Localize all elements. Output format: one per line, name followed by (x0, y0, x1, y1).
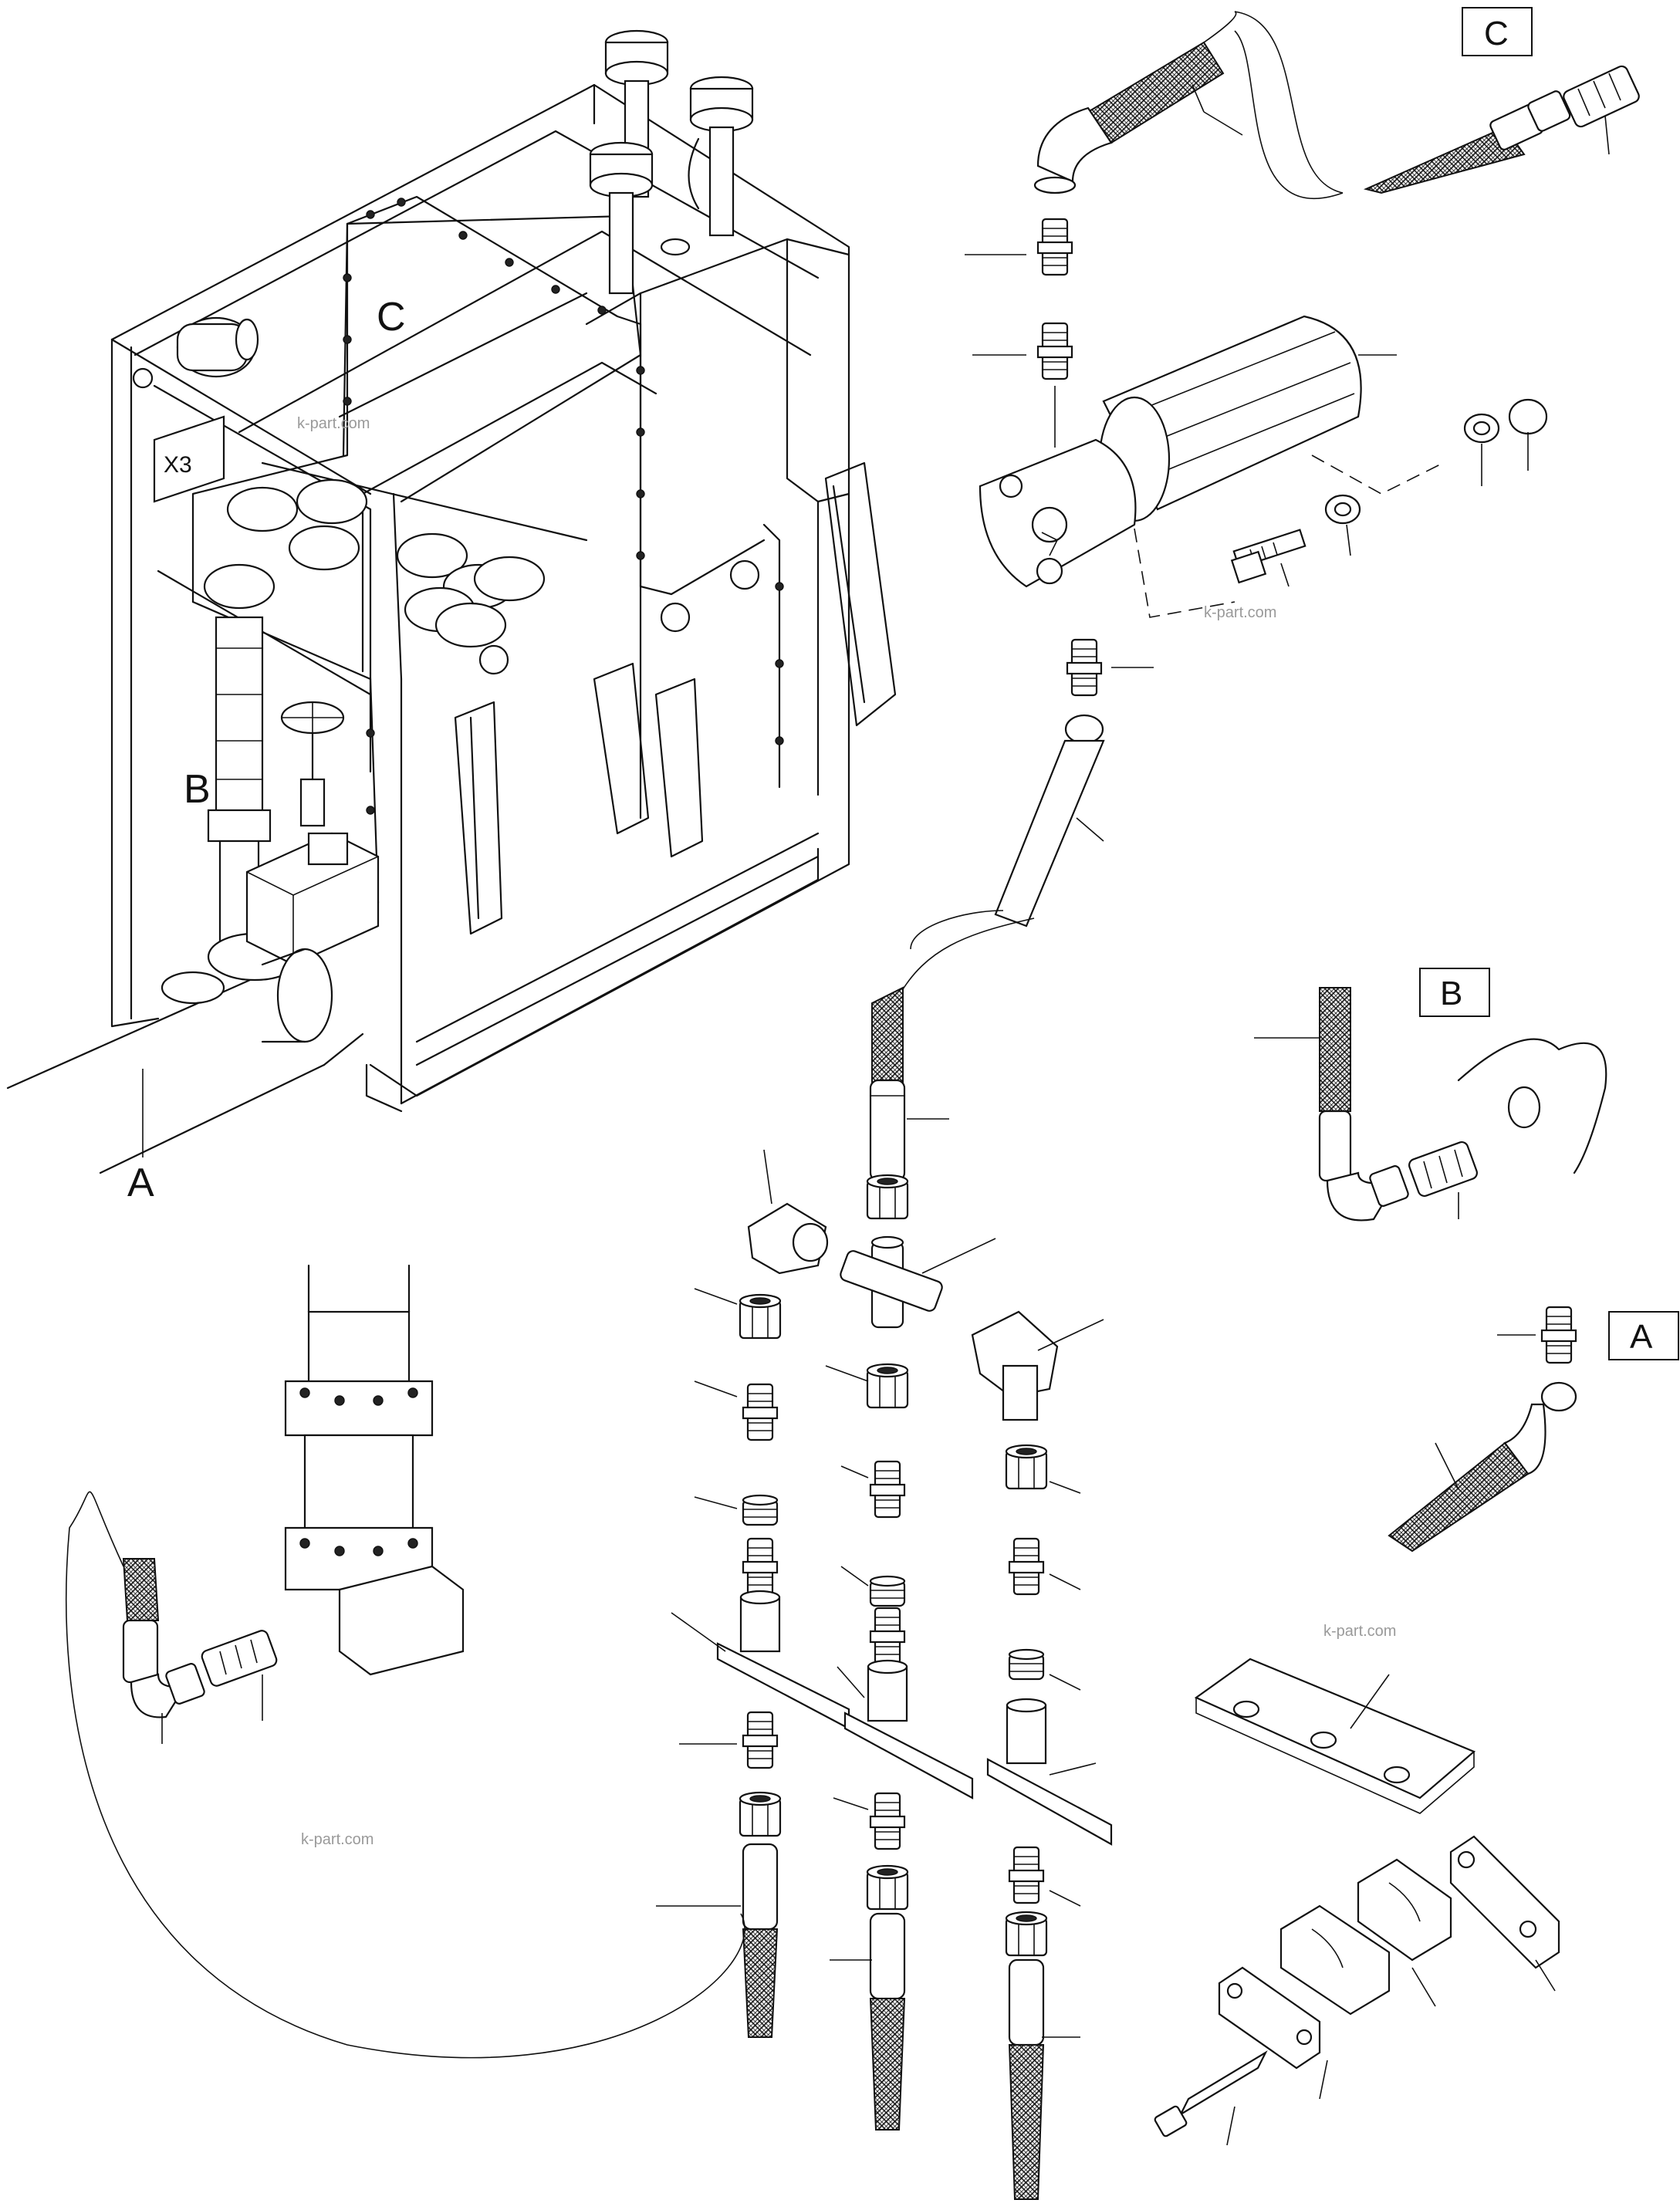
detail-a-label: A (1630, 1318, 1653, 1356)
pipe-clamp-set (1154, 1835, 1560, 2137)
valve-handwheel (280, 701, 345, 827)
chimney-3 (589, 141, 654, 295)
detail-b-assembly (1318, 987, 1607, 1222)
hose-c-upper (1033, 11, 1344, 200)
detail-b-label: B (1440, 975, 1462, 1012)
watermark-2: k-part.com (1204, 604, 1276, 621)
detail-b-box: B (1419, 968, 1490, 1017)
callout-a: A (127, 1161, 154, 1205)
mounting-hardware (1230, 398, 1548, 584)
gas-valve-body (161, 832, 380, 1043)
hose-c-lower (898, 714, 1105, 996)
hose-c-fitting-run (1363, 65, 1640, 194)
watermark-3: k-part.com (1323, 1623, 1396, 1640)
harness-clips (343, 198, 784, 815)
mounting-plate (1194, 1658, 1476, 1814)
detail-a-assembly (1388, 1306, 1577, 1553)
cross-fitting (840, 1235, 943, 1329)
central-hose (866, 986, 909, 1220)
middle-fitting-stack (843, 1363, 974, 2131)
watermark-1: k-part.com (297, 415, 370, 432)
pump-motor (979, 315, 1362, 588)
flange-assembly (284, 1264, 465, 1676)
junction-box-label: X3 (164, 452, 192, 478)
burner-bank (203, 478, 546, 648)
machine-assembly: X3 (6, 29, 897, 1174)
callout-c: C (377, 295, 406, 340)
callout-b: B (184, 767, 211, 812)
left-fitting-stack (716, 1202, 850, 2038)
detail-c-label: C (1484, 15, 1509, 52)
detail-c-box: C (1462, 7, 1533, 56)
watermark-4: k-part.com (301, 1831, 374, 1848)
chimney-2 (689, 76, 754, 237)
hose-a-lower-left (65, 1491, 745, 2059)
right-fitting-stack (971, 1310, 1113, 2200)
junction-box-x3: X3 (153, 415, 225, 503)
detail-a-box: A (1608, 1311, 1679, 1360)
blower-motor (176, 316, 259, 378)
